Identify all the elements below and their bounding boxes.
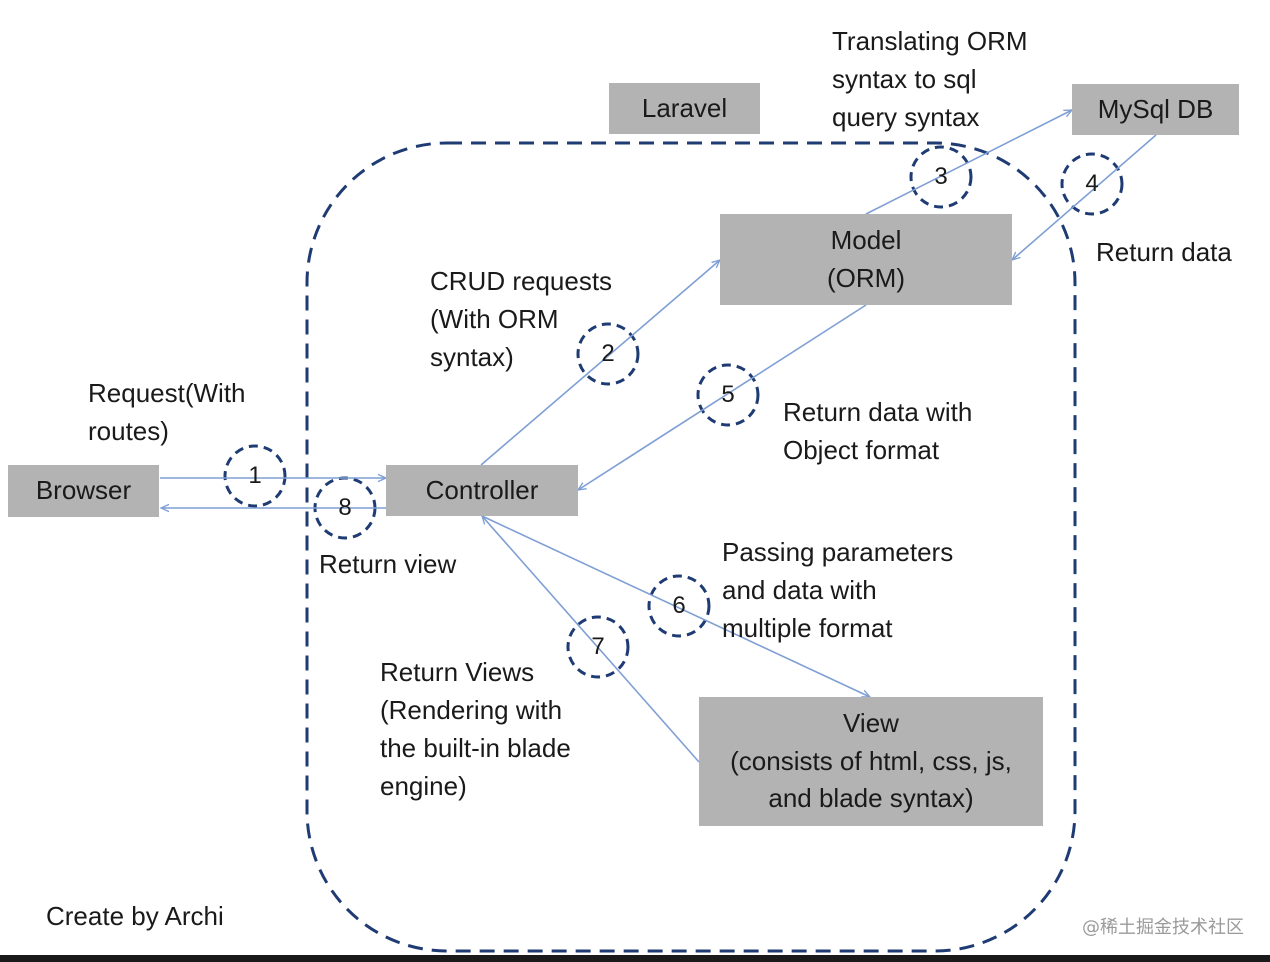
step-number-1: 1 [248, 462, 262, 489]
mysql-box: MySql DB [1072, 84, 1239, 135]
step-circle-3 [909, 145, 973, 209]
step-number-8: 8 [338, 494, 352, 521]
label-return-view: Return view [319, 549, 457, 579]
model-box: Model (ORM) [720, 214, 1012, 305]
arrow-model-to-controller [578, 304, 867, 490]
step-circle-4 [1060, 152, 1124, 216]
step-circle-2 [576, 322, 640, 386]
arrow-model-to-mysql [865, 110, 1072, 215]
browser-box: Browser [8, 465, 159, 517]
step-circle-1 [223, 444, 287, 508]
laravel-box: Laravel [609, 83, 760, 134]
step-number-5: 5 [721, 381, 735, 408]
label-translating: Translating ORM syntax to sql query synt… [832, 26, 1028, 132]
controller-box: Controller [386, 465, 578, 516]
label-request: Request(With routes) [88, 378, 246, 446]
step-number-4: 4 [1085, 170, 1099, 197]
label-crud-requests: CRUD requests (With ORM syntax) [430, 266, 613, 372]
step-number-6: 6 [672, 592, 686, 619]
bottom-border [0, 955, 1270, 962]
watermark: @稀土掘金技术社区 [1082, 917, 1244, 938]
label-return-views: Return Views (Rendering with the built-i… [380, 657, 571, 801]
view-box: View (consists of html, css, js, and bla… [699, 697, 1043, 826]
label-passing-parameters: Passing parameters and data with multipl… [722, 537, 954, 643]
label-return-data: Return data [1096, 237, 1232, 267]
laravel-boundary [305, 141, 1077, 953]
step-circle-7 [566, 615, 630, 679]
step-circle-6 [647, 574, 711, 638]
step-number-7: 7 [591, 633, 605, 660]
step-number-2: 2 [601, 340, 615, 367]
credit-text: Create by Archi [46, 901, 224, 931]
arrow-controller-to-model [480, 260, 720, 466]
arrow-view-to-controller [482, 516, 700, 763]
label-return-object: Return data with Object format [783, 397, 973, 465]
step-circle-5 [696, 363, 760, 427]
arrow-mysql-to-model [1012, 134, 1157, 260]
step-number-3: 3 [934, 163, 948, 190]
arrow-controller-to-view [481, 515, 870, 698]
